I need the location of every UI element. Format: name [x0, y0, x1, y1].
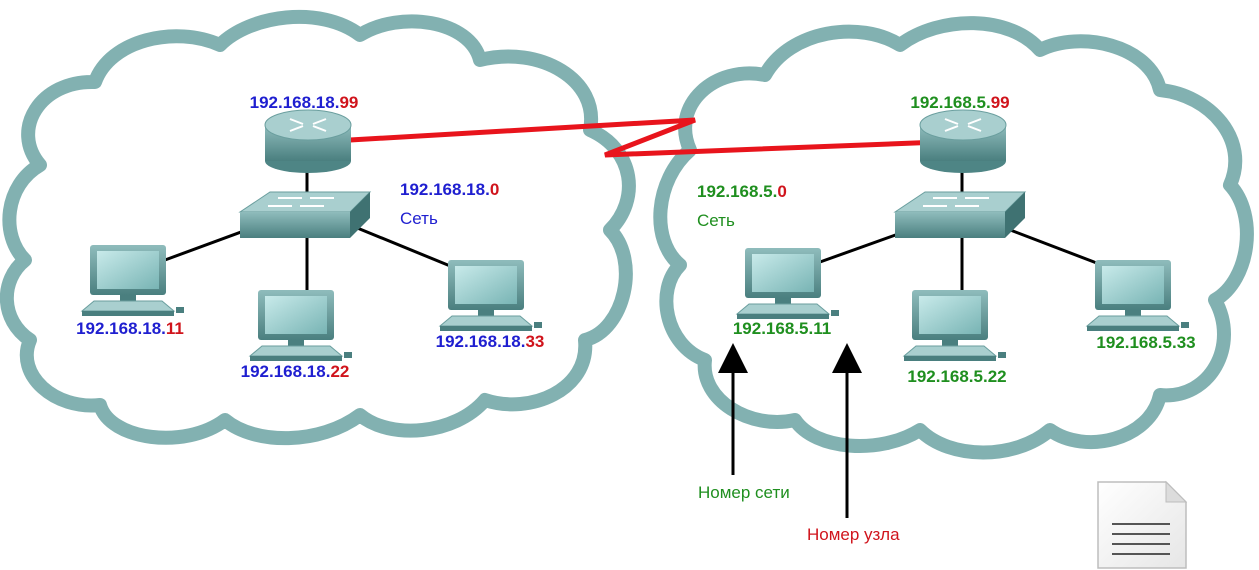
- left-network-address: 192.168.18.0: [400, 180, 499, 199]
- left-router-address: 192.168.18.99: [250, 93, 359, 112]
- router-icon: [264, 109, 352, 173]
- pc-icon: [902, 290, 1006, 361]
- host-number-callout: Номер узла: [807, 525, 900, 544]
- switch-icon: [238, 191, 372, 238]
- wan-link: [349, 117, 941, 158]
- left-network-caption: Сеть: [400, 209, 438, 228]
- right-host-2-address: 192.168.5.22: [907, 367, 1006, 386]
- pc-icon: [1085, 260, 1189, 331]
- right-host-1-address: 192.168.5.11: [733, 319, 831, 338]
- right-network-address: 192.168.5.0: [697, 182, 787, 201]
- pc-icon: [248, 290, 352, 361]
- right-host-3-address: 192.168.5.33: [1096, 333, 1195, 352]
- right-network-caption: Сеть: [697, 211, 735, 230]
- pc-icon: [438, 260, 542, 331]
- pc-icon: [80, 245, 184, 316]
- left-host-1-address: 192.168.18.11: [76, 319, 184, 338]
- left-host-3-address: 192.168.18.33: [436, 332, 545, 351]
- switch-icon: [893, 191, 1027, 238]
- router-icon: [919, 109, 1007, 173]
- right-router-address: 192.168.5.99: [910, 93, 1009, 112]
- pc-icon: [735, 248, 839, 319]
- network-number-callout: Номер сети: [698, 483, 790, 502]
- document-icon: [1097, 480, 1188, 569]
- left-host-2-address: 192.168.18.22: [241, 362, 350, 381]
